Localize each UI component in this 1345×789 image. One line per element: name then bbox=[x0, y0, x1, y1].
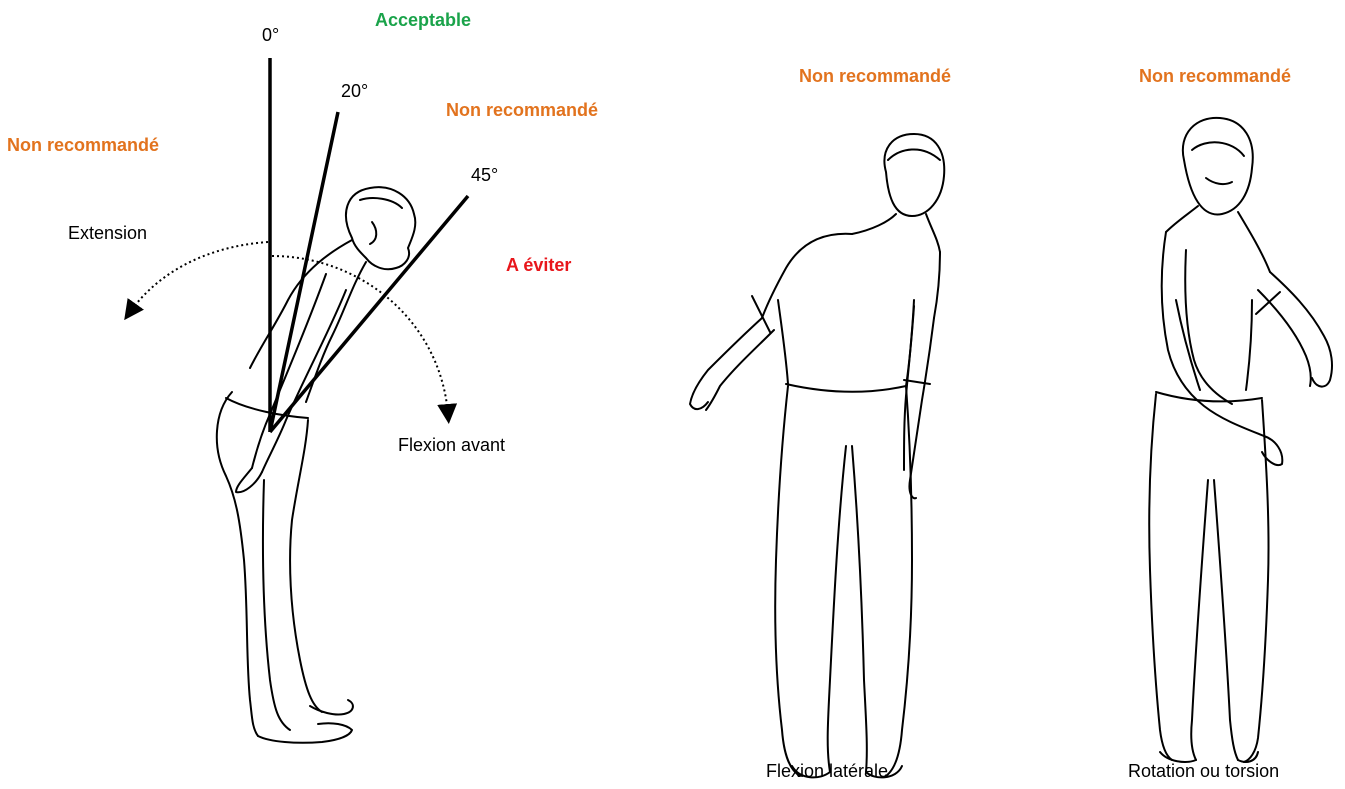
forward-flexion-label: Flexion avant bbox=[398, 436, 505, 454]
angle-label-20: 20° bbox=[341, 82, 368, 100]
zone-non-recommended-back-label: Non recommandé bbox=[7, 136, 159, 154]
extension-label: Extension bbox=[68, 224, 147, 242]
angle-lines bbox=[270, 58, 468, 432]
rotation-caption: Rotation ou torsion bbox=[1128, 762, 1279, 780]
angle-label-45: 45° bbox=[471, 166, 498, 184]
angle-label-0: 0° bbox=[262, 26, 279, 44]
person-bending-forward-icon bbox=[217, 187, 416, 743]
person-twisting-icon bbox=[1149, 118, 1332, 762]
person-side-bend-icon bbox=[690, 134, 944, 777]
lateral-status-label: Non recommandé bbox=[799, 67, 951, 85]
forward-flexion-arrow-icon bbox=[272, 256, 448, 414]
rotation-status-label: Non recommandé bbox=[1139, 67, 1291, 85]
extension-arrow-icon bbox=[130, 242, 268, 312]
angle-line-20 bbox=[270, 112, 338, 432]
zone-non-recommended-front-label: Non recommandé bbox=[446, 101, 598, 119]
lateral-caption: Flexion latérale bbox=[766, 762, 888, 780]
zone-acceptable-label: Acceptable bbox=[375, 11, 471, 29]
zone-avoid-label: A éviter bbox=[506, 256, 571, 274]
angle-line-45 bbox=[270, 196, 468, 432]
